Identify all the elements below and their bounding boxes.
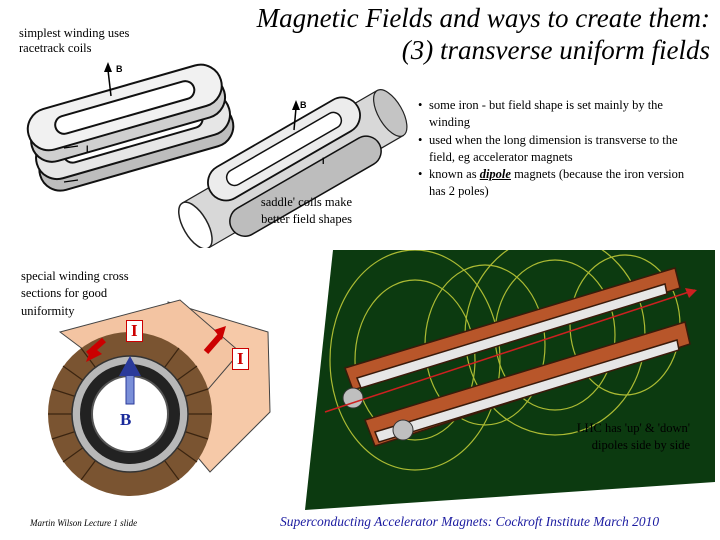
saddle-i-label: I xyxy=(322,156,325,166)
bullet-item-1: some iron - but field shape is set mainl… xyxy=(418,97,698,132)
current-label-left: I xyxy=(126,320,143,342)
lhc-dipole-illustration xyxy=(305,250,715,510)
bullet-item-3-end: magnets (because the iron version has 2 … xyxy=(429,167,685,199)
title-line-2: (3) transverse uniform fields xyxy=(401,35,710,65)
saddle-note: saddle' coils make better field shapes xyxy=(260,195,352,226)
current-label-right: I xyxy=(232,348,249,370)
cross-section-note: special winding cross sections for good … xyxy=(21,269,129,318)
page-title: Magnetic Fields and ways to create them:… xyxy=(210,2,710,66)
bullet-item-3-start: known as xyxy=(429,167,477,182)
racetrack-note: simplest winding uses racetrack coils xyxy=(19,26,130,55)
footer-author: Martin Wilson Lecture 1 slide xyxy=(30,518,138,528)
dipole-word: dipole xyxy=(479,167,511,182)
footer-event: Superconducting Accelerator Magnets: Coc… xyxy=(280,514,660,529)
bullet-item-3: known as dipole magnets (because the iro… xyxy=(418,166,698,201)
racetrack-b-label: B xyxy=(116,64,123,74)
racetrack-coil-illustration: B I xyxy=(26,62,235,192)
title-line-1: Magnetic Fields and ways to create them: xyxy=(256,3,710,33)
lhc-note: LHC has 'up' & 'down' dipoles side by si… xyxy=(576,421,690,453)
bullet-list: some iron - but field shape is set mainl… xyxy=(418,97,698,201)
dipole-cross-section-illustration xyxy=(48,299,271,496)
field-label: B xyxy=(120,410,132,429)
saddle-b-label: B xyxy=(300,100,307,110)
saddle-coil-illustration: B I xyxy=(178,89,408,248)
racetrack-i-label: I xyxy=(86,144,89,154)
bullet-item-2: used when the long dimension is transver… xyxy=(418,132,698,167)
